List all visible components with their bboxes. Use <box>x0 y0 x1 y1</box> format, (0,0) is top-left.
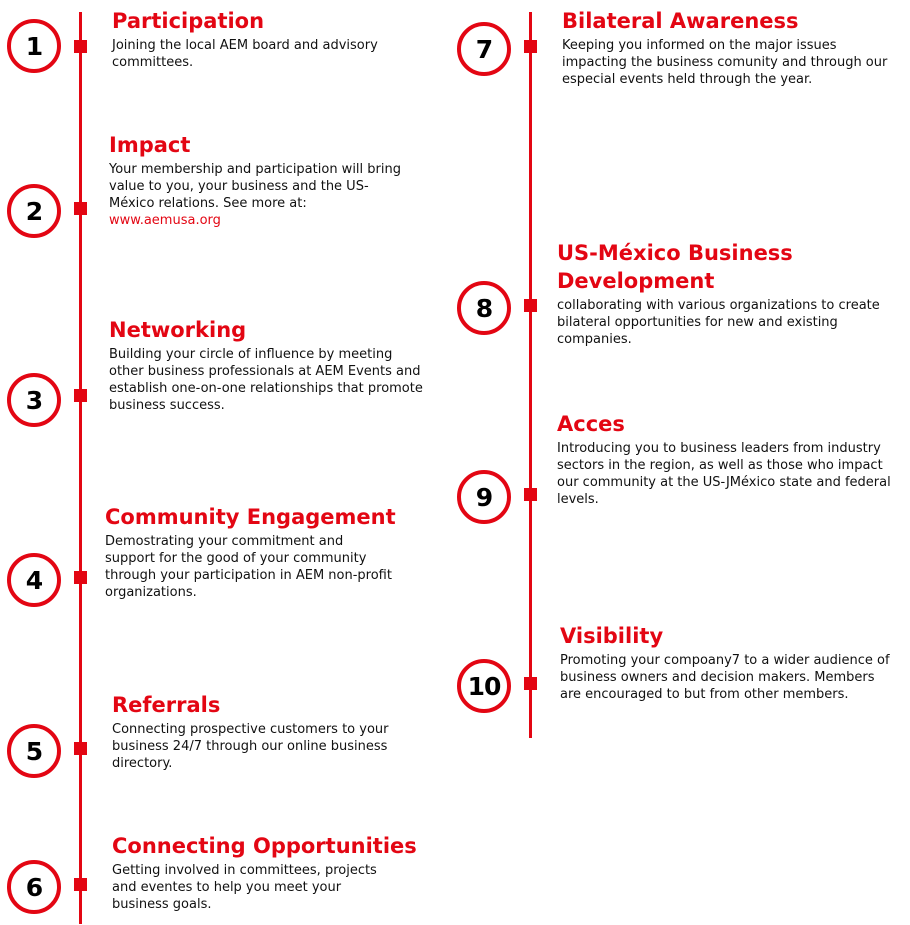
step-4-title: Community Engagement <box>105 505 396 529</box>
step-6-marker <box>74 878 87 891</box>
step-8-circle: 8 <box>457 281 511 335</box>
step-10-description: Promoting your compoany7 to a wider audi… <box>560 653 890 702</box>
step-9-circle: 9 <box>457 470 511 524</box>
timeline-right-line <box>529 12 532 738</box>
step-9: Acces Introducing you to business leader… <box>557 410 897 508</box>
step-10-title: Visibility <box>560 624 664 648</box>
step-4-description: Demostrating your commitment and support… <box>105 534 392 600</box>
step-5-title: Referrals <box>112 693 221 717</box>
step-3-marker <box>74 389 87 402</box>
step-1-circle: 1 <box>7 19 61 73</box>
step-8-description: collaborating with various organizations… <box>557 298 880 347</box>
aemusa-link[interactable]: www.aemusa.org <box>109 213 221 228</box>
step-7-description: Keeping you informed on the major issues… <box>562 38 888 87</box>
step-5-description: Connecting prospective customers to your… <box>112 722 389 771</box>
step-6-circle: 6 <box>7 860 61 914</box>
step-8-title: US-México Business Development <box>557 241 793 293</box>
step-1: Participation Joining the local AEM boar… <box>112 7 412 71</box>
step-7: Bilateral Awareness Keeping you informed… <box>562 7 902 88</box>
step-1-marker <box>74 40 87 53</box>
step-3: Networking Building your circle of influ… <box>109 316 424 414</box>
step-4-circle: 4 <box>7 553 61 607</box>
step-5-circle: 5 <box>7 724 61 778</box>
step-9-marker <box>524 488 537 501</box>
step-5: Referrals Connecting prospective custome… <box>112 691 422 772</box>
step-7-title: Bilateral Awareness <box>562 9 799 33</box>
step-2-marker <box>74 202 87 215</box>
step-7-marker <box>524 40 537 53</box>
step-6: Connecting Opportunities Getting involve… <box>112 832 452 913</box>
step-4: Community Engagement Demostrating your c… <box>105 503 445 601</box>
step-9-title: Acces <box>557 412 625 436</box>
step-9-description: Introducing you to business leaders from… <box>557 441 891 507</box>
step-2: Impact Your membership and participation… <box>109 131 409 229</box>
step-3-description: Building your circle of influence by mee… <box>109 347 423 413</box>
timeline-left-line <box>79 12 82 924</box>
step-1-description: Joining the local AEM board and advisory… <box>112 38 378 70</box>
step-8: US-México Business Development collabora… <box>557 239 907 348</box>
step-5-marker <box>74 742 87 755</box>
step-6-description: Getting involved in committees, projects… <box>112 863 377 912</box>
step-8-marker <box>524 299 537 312</box>
step-10: Visibility Promoting your compoany7 to a… <box>560 622 895 703</box>
step-6-title: Connecting Opportunities <box>112 834 417 858</box>
step-1-title: Participation <box>112 9 265 33</box>
step-2-description: Your membership and participation will b… <box>109 162 401 211</box>
step-10-marker <box>524 677 537 690</box>
step-7-circle: 7 <box>457 22 511 76</box>
step-2-circle: 2 <box>7 184 61 238</box>
step-4-marker <box>74 571 87 584</box>
step-2-title: Impact <box>109 133 191 157</box>
step-3-title: Networking <box>109 318 247 342</box>
step-10-circle: 10 <box>457 659 511 713</box>
step-3-circle: 3 <box>7 373 61 427</box>
